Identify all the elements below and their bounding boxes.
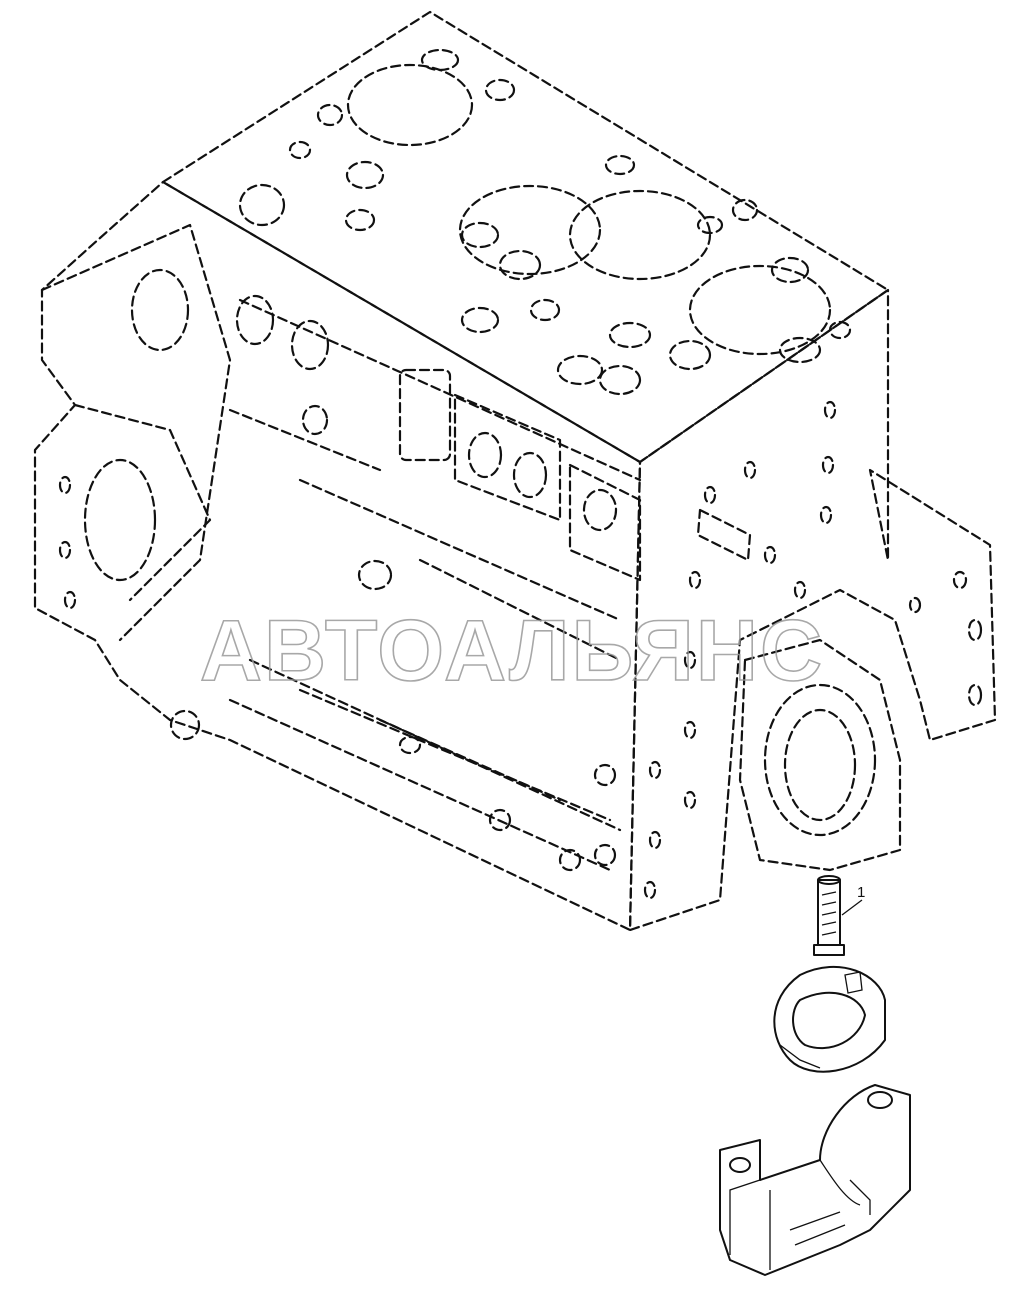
side-face-details (83, 268, 752, 872)
deck-bolt-holes (238, 48, 852, 396)
main-bearing-cap (719, 1084, 911, 1276)
front-face-holes (58, 400, 983, 900)
main-bearing-seat (738, 638, 902, 872)
callout-number-1: 1 (857, 884, 865, 901)
bearing-cap-bolt (813, 875, 845, 956)
callout-1: 1 (841, 884, 865, 916)
bearing-shell (773, 965, 886, 1073)
engine-block-outline (33, 10, 997, 932)
cylinder-bores (346, 63, 832, 356)
watermark-text: АВТОАЛЬЯНС (200, 603, 824, 699)
